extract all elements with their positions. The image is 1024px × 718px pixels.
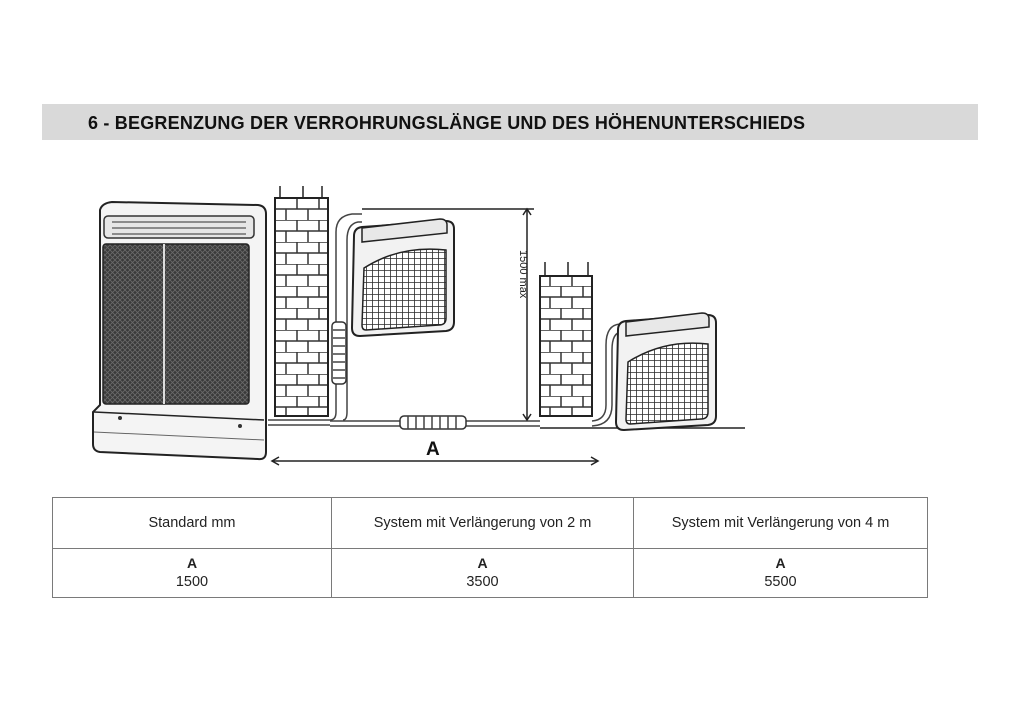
height-limit-label: 1500 max — [517, 250, 529, 299]
cell-standard: A 1500 — [52, 548, 332, 598]
cell-value: 3500 — [466, 574, 499, 590]
cell-extension-4m: A 5500 — [633, 548, 928, 598]
section-title: 6 - BEGRENZUNG DER VERROHRUNGSLÄNGE UND … — [88, 113, 806, 133]
outdoor-unit-upper — [350, 218, 455, 338]
wall-tall — [274, 186, 329, 417]
cell-value: 5500 — [764, 574, 797, 590]
table-row: A 1500 A 3500 A 5500 — [52, 548, 928, 598]
installation-diagram: 1500 max A — [92, 186, 745, 466]
pipe-length-table: Standard mm System mit Verlängerung von … — [52, 497, 928, 598]
cell-letter: A — [477, 555, 488, 571]
indoor-unit — [92, 200, 267, 461]
column-header-extension-2m: System mit Verlängerung von 2 m — [331, 497, 634, 549]
length-label-a: A — [426, 439, 440, 460]
column-header-standard: Standard mm — [52, 497, 332, 549]
refrigerant-pipes — [268, 213, 745, 430]
outdoor-unit-lower — [614, 312, 717, 432]
cell-extension-2m: A 3500 — [331, 548, 634, 598]
column-header-extension-4m: System mit Verlängerung von 4 m — [633, 497, 928, 549]
cell-letter: A — [775, 555, 786, 571]
section-header-bar — [42, 104, 978, 140]
cell-value: 1500 — [175, 574, 209, 590]
table-header-row: Standard mm System mit Verlängerung von … — [52, 497, 928, 549]
wall-short — [539, 262, 593, 417]
length-dimension — [270, 456, 600, 466]
height-dimension — [362, 207, 534, 422]
cell-letter: A — [186, 555, 198, 571]
